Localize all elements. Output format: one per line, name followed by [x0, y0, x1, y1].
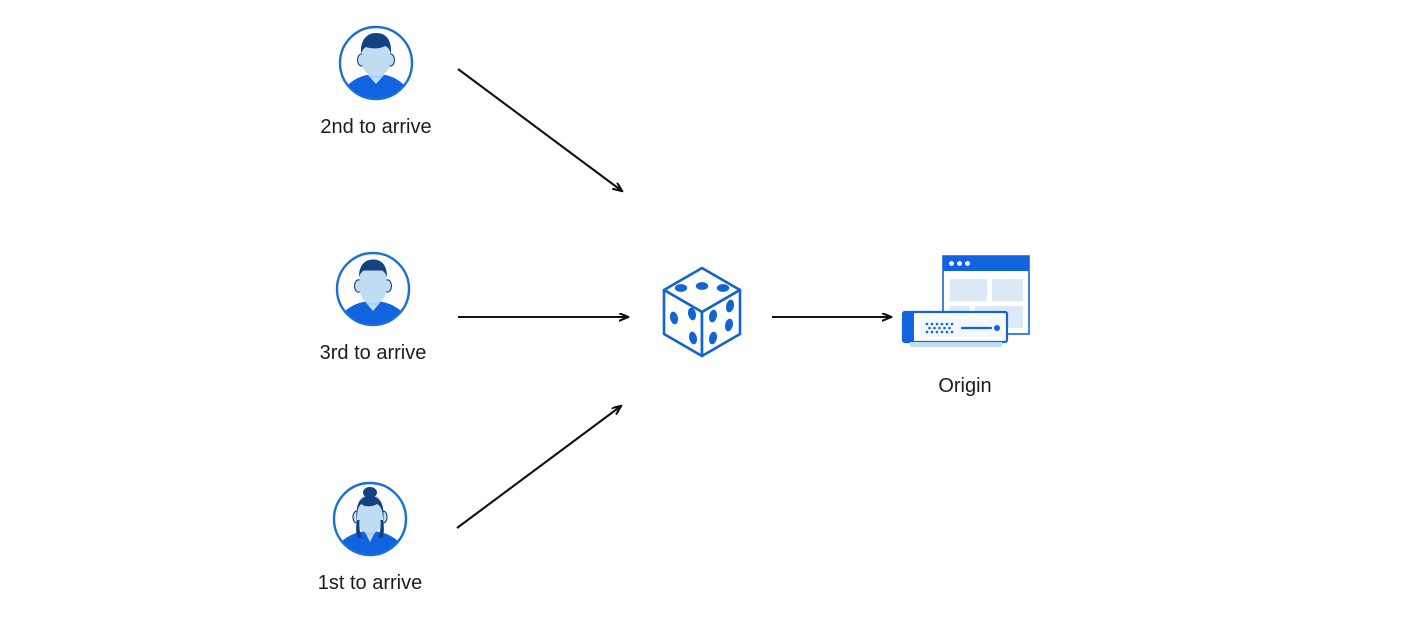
node-client-3rd[interactable]: 3rd to arrive: [288, 250, 458, 365]
dice-icon: [662, 266, 742, 358]
node-client-1st[interactable]: 1st to arrive: [285, 480, 455, 595]
node-origin[interactable]: Origin: [888, 252, 1042, 398]
user-avatar-icon: [335, 251, 411, 327]
origin-wrap: [888, 252, 1042, 362]
user-avatar-icon: [332, 481, 408, 557]
avatar-wrap: [288, 250, 458, 328]
edge-2nd-to-dice: [457, 68, 622, 191]
node-label-client-2nd: 2nd to arrive: [320, 116, 432, 138]
node-label-client-1st: 1st to arrive: [317, 572, 423, 594]
node-randomizer[interactable]: [652, 258, 752, 370]
node-client-2nd[interactable]: 2nd to arrive: [291, 24, 461, 139]
origin-server-icon: [901, 255, 1030, 347]
avatar-wrap: [291, 24, 461, 102]
node-label-client-3rd: 3rd to arrive: [319, 342, 427, 364]
edge-1st-to-dice: [456, 406, 621, 529]
server-device: [901, 310, 1009, 347]
avatar-wrap: [285, 480, 455, 558]
node-label-origin: Origin: [938, 375, 992, 397]
user-avatar-icon: [338, 25, 414, 101]
